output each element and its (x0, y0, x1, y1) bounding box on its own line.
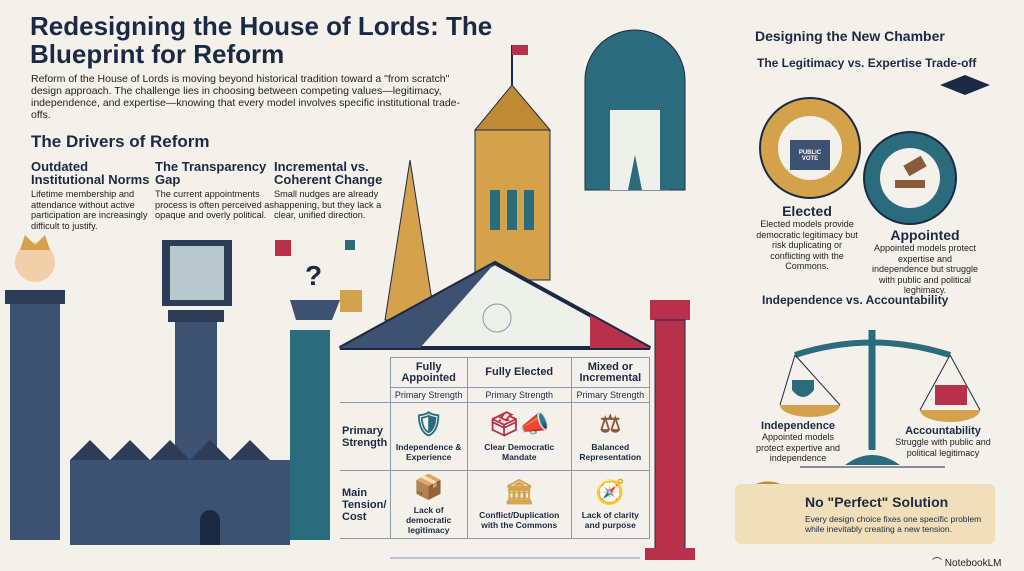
legitimacy-expertise-heading: The Legitimacy vs. Expertise Trade-off (757, 56, 977, 70)
accountability-title: Accountability (905, 425, 981, 437)
brand-label: NotebookLM (944, 558, 1002, 569)
appointed-block: Appointed Appointed models protect exper… (870, 227, 980, 296)
independence-title: Independence (761, 420, 835, 432)
gears-illustration (759, 75, 990, 225)
cell-text: Lack of democratic legitimacy (405, 505, 452, 535)
notebooklm-brand: ⌒ NotebookLM (932, 554, 1001, 569)
subheader: Primary Strength (466, 387, 572, 403)
accountability-block: Accountability Struggle with public and … (893, 425, 993, 458)
accountability-text: Struggle with public and political legit… (895, 437, 991, 458)
no-perfect-solution-callout: No "Perfect" Solution Every design choic… (735, 484, 995, 544)
elected-title: Elected (782, 203, 832, 219)
table-subheader-row: Primary Strength Primary Strength Primar… (340, 387, 651, 403)
driver-text: Lifetime membership and attendance witho… (31, 189, 148, 231)
appointed-title: Appointed (890, 227, 960, 243)
intro-text: Reform of the House of Lords is moving b… (31, 73, 460, 121)
page-title: Redesigning the House of Lords: The Blue… (30, 11, 493, 69)
independence-block: Independence Appointed models protect ex… (748, 420, 848, 464)
crumbling-pillars-illustration: ? (5, 235, 362, 545)
shield-icon: 🛡 (413, 411, 444, 438)
blueprint-arch-illustration (584, 29, 686, 191)
row-label: Main Tension/ Cost (340, 470, 391, 539)
driver-title: Outdated Institutional Norms (31, 159, 150, 187)
subheader: Primary Strength (389, 387, 468, 403)
driver-title: Incremental vs. Coherent Change (274, 159, 383, 187)
appointed-text: Appointed models protect expertise and i… (871, 243, 979, 295)
driver-text: The current appointments process is ofte… (155, 189, 274, 220)
scale-illustration (779, 330, 981, 468)
compass-icon: 🧭 (595, 479, 626, 506)
elected-text: Elected models provide democratic legiti… (756, 219, 858, 271)
cell-text: Balanced Representation (579, 442, 642, 462)
subheader: Primary Strength (570, 387, 651, 403)
cell-text: Clear Democratic Mandate (484, 442, 555, 462)
drivers-heading: The Drivers of Reform (31, 132, 210, 151)
driver-title: The Transparency Gap (155, 159, 267, 187)
driver-text: Small nudges are already happening, but … (274, 189, 382, 220)
table-header-row: Fully Appointed Fully Elected Mixed or I… (340, 357, 651, 388)
brand-icon: ⌒ (932, 558, 945, 569)
driver-incremental-change: Incremental vs. Coherent Change Small nu… (274, 160, 394, 221)
driver-transparency-gap: The Transparency Gap The current appoint… (155, 160, 275, 221)
parliament-buildings-icon: 🏛 (503, 479, 535, 506)
red-column-illustration (645, 300, 695, 560)
broken-ballot-box-icon: 📦 (413, 474, 444, 501)
elected-block: Elected Elected models provide democrati… (752, 203, 862, 272)
independence-accountability-heading: Independence vs. Accountability (762, 293, 949, 307)
independence-text: Appointed models protect expertive and i… (755, 432, 841, 463)
public-vote-label: PUBLIC VOTE (798, 150, 822, 162)
reform-models-table: Fully Appointed Fully Elected Mixed or I… (340, 357, 651, 539)
driver-outdated-norms: Outdated Institutional Norms Lifetime me… (31, 160, 151, 231)
cell-text: Lack of clarity and purpose (581, 510, 639, 530)
ballot-box-megaphone-icon: 🗳📣 (489, 411, 550, 438)
column-mixed-incremental: Mixed or Incremental (570, 357, 651, 388)
row-label: Primary Strength (340, 402, 391, 471)
table-row: Primary Strength 🛡 Independence & Experie… (340, 402, 651, 471)
right-heading: Designing the New Chamber (755, 28, 945, 44)
column-fully-elected: Fully Elected (466, 357, 572, 388)
callout-title: No "Perfect" Solution (805, 494, 949, 510)
callout-text: Every design choice fixes one specific p… (805, 514, 982, 534)
svg-text:?: ? (305, 260, 322, 291)
scales-icon: ⚖ (599, 411, 622, 438)
column-fully-appointed: Fully Appointed (389, 357, 468, 388)
roof-pediment-illustration (339, 260, 651, 350)
table-row: Main Tension/ Cost 📦 Lack of democratic l… (340, 470, 651, 539)
cell-text: Independence & Experience (395, 442, 462, 462)
cell-text: Conflict/Duplication with the Commons (479, 510, 560, 530)
